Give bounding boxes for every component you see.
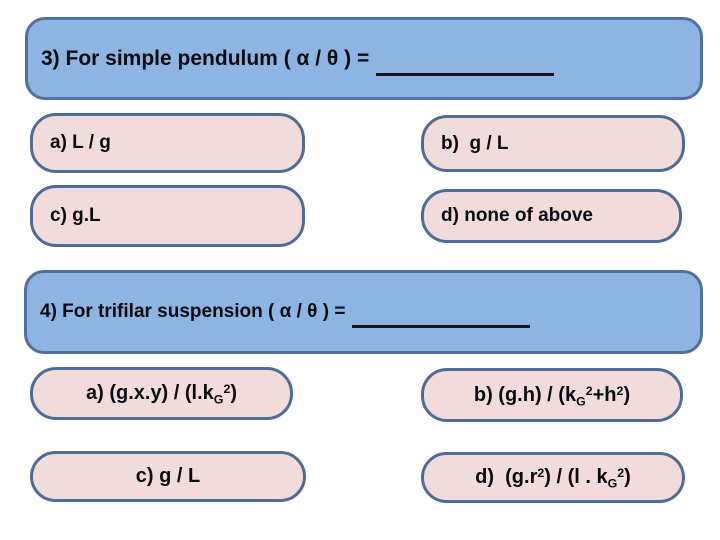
- question-4-box: 4) For trifilar suspension ( α / θ ) =: [24, 270, 703, 354]
- q3-option-d-label: d) none of above: [441, 205, 593, 226]
- q3-option-d[interactable]: d) none of above: [421, 189, 682, 243]
- q3-option-c[interactable]: c) g.L: [30, 185, 305, 247]
- question-4-text: 4) For trifilar suspension ( α / θ ) =: [40, 301, 346, 322]
- q3-option-c-label: c) g.L: [50, 205, 101, 226]
- q4-option-b[interactable]: b) (g.h) / (kG2+h2): [421, 368, 683, 422]
- q4-option-c[interactable]: c) g / L: [30, 451, 306, 502]
- question-3-blank: [376, 51, 555, 77]
- q3-option-a[interactable]: a) L / g: [30, 113, 305, 173]
- q4-option-b-label: b) (g.h) / (kG2+h2): [473, 383, 631, 408]
- q3-option-b[interactable]: b) g / L: [421, 115, 685, 172]
- q4-option-d-label: d) (g.r2) / (l . kG2): [475, 465, 631, 491]
- question-3-text: 3) For simple pendulum ( α / θ ) =: [41, 46, 370, 70]
- q4-option-a[interactable]: a) (g.x.y) / (l.kG2): [30, 367, 293, 420]
- q3-option-a-label: a) L / g: [50, 132, 111, 153]
- question-3-box: 3) For simple pendulum ( α / θ ) =: [25, 17, 703, 100]
- q3-option-b-label: b) g / L: [441, 132, 509, 154]
- question-4-blank: [352, 306, 531, 329]
- q4-option-c-label: c) g / L: [135, 465, 201, 487]
- q4-option-d[interactable]: d) (g.r2) / (l . kG2): [421, 452, 685, 503]
- q4-option-a-label: a) (g.x.y) / (l.kG2): [85, 381, 238, 407]
